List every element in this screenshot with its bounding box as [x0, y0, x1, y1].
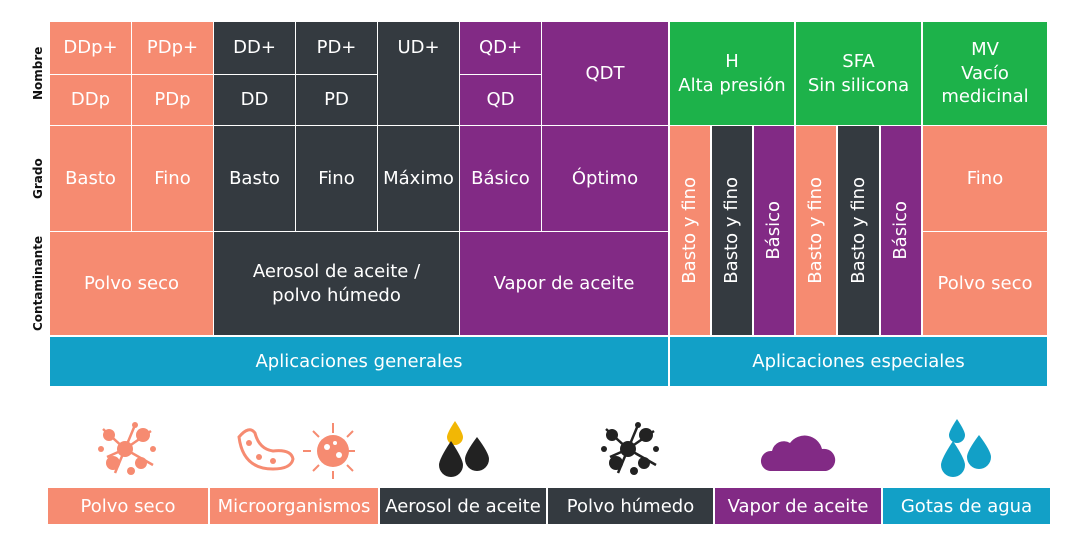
cloud-icon — [715, 418, 881, 482]
special-applications-bar: Aplicaciones especiales — [670, 337, 1047, 386]
grade-sfa-coarse-fine-2: Basto y fino — [838, 126, 879, 335]
grade-mv: Fino — [923, 126, 1047, 231]
row-label-name: Nombre — [31, 46, 45, 101]
legend-oil-vapor: Vapor de aceite — [715, 488, 881, 524]
name-pd-plus: PD+ — [296, 22, 377, 74]
name-dd: DD — [214, 75, 295, 125]
legend-microorganisms: Microorganismos — [210, 488, 378, 524]
grade-qdt: Óptimo — [542, 126, 668, 231]
contaminant-oil-vapor: Vapor de aceite — [460, 232, 668, 335]
name-qdt: QDT — [542, 22, 668, 125]
name-mv: MV Vacío medicinal — [923, 22, 1047, 125]
legend-dry-dust: Polvo seco — [48, 488, 208, 524]
name-pdp: PDp — [132, 75, 213, 125]
name-qd: QD — [460, 75, 541, 125]
name-pd: PD — [296, 75, 377, 125]
name-ddp: DDp — [50, 75, 131, 125]
legend-wet-dust: Polvo húmedo — [548, 488, 713, 524]
grade-ud: Máximo — [378, 126, 459, 231]
name-pdp-plus: PDp+ — [132, 22, 213, 74]
grade-pd: Fino — [296, 126, 377, 231]
grade-dd: Basto — [214, 126, 295, 231]
contaminant-oil-aerosol: Aerosol de aceite / polvo húmedo — [214, 232, 459, 335]
name-ddp-plus: DDp+ — [50, 22, 131, 74]
contaminant-dry-dust: Polvo seco — [50, 232, 213, 335]
wet-dust-icon — [548, 418, 713, 482]
grade-sfa-basic: Básico — [881, 126, 921, 335]
dust-particles-icon — [48, 418, 208, 482]
legend-oil-aerosol: Aerosol de aceite — [380, 488, 546, 524]
contaminant-mv-dry-dust: Polvo seco — [923, 232, 1047, 335]
name-sfa: SFA Sin silicona — [796, 22, 921, 125]
grade-h-coarse-fine-1: Basto y fino — [670, 126, 710, 335]
legend-water-drops: Gotas de agua — [883, 488, 1050, 524]
grade-h-coarse-fine-2: Basto y fino — [712, 126, 752, 335]
name-ud-plus: UD+ — [378, 22, 459, 125]
name-dd-plus: DD+ — [214, 22, 295, 74]
oil-drops-icon — [380, 418, 546, 482]
grade-qd: Básico — [460, 126, 541, 231]
grade-sfa-coarse-fine-1: Basto y fino — [796, 126, 836, 335]
grade-pdp: Fino — [132, 126, 213, 231]
grade-h-basic: Básico — [754, 126, 794, 335]
row-label-grade: Grado — [31, 158, 45, 199]
name-qd-plus: QD+ — [460, 22, 541, 74]
grade-ddp: Basto — [50, 126, 131, 231]
water-drops-icon — [883, 418, 1050, 482]
name-h: H Alta presión — [670, 22, 794, 125]
row-label-contaminant: Contaminante — [31, 235, 45, 332]
general-applications-bar: Aplicaciones generales — [50, 337, 668, 386]
microorganisms-icon — [210, 418, 378, 482]
